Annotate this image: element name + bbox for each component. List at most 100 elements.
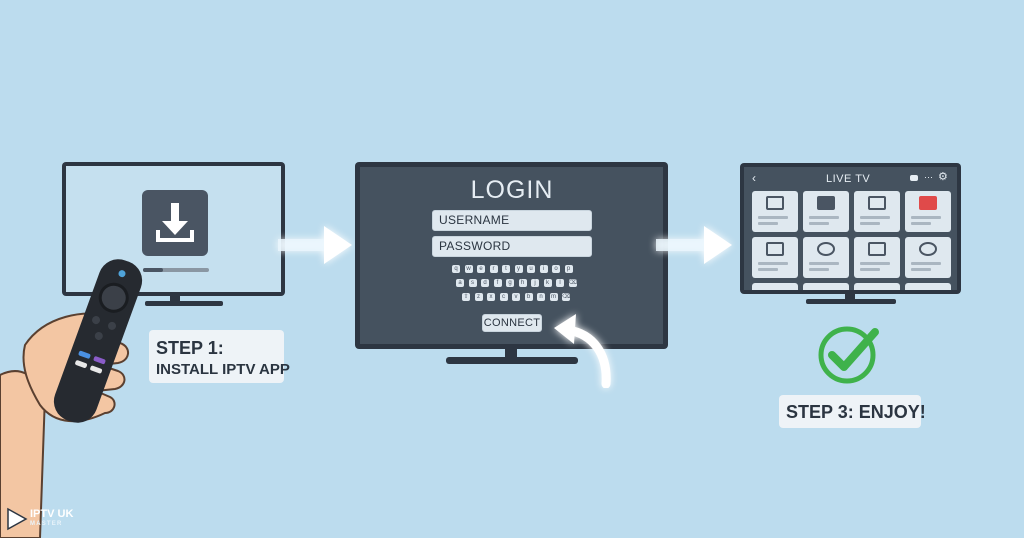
- tile-text-line: [758, 262, 788, 265]
- login-title: LOGIN: [470, 176, 554, 204]
- globe-icon: [817, 242, 835, 256]
- tv-step2-stand: [505, 349, 517, 358]
- step3-label: STEP 3: ENJOY!: [786, 402, 926, 422]
- tile-text-line: [911, 222, 931, 225]
- tile-text-line: [758, 268, 778, 271]
- tile-text-line: [809, 268, 829, 271]
- keyboard-key[interactable]: p: [564, 265, 573, 273]
- tv-step1-stand: [170, 296, 180, 302]
- arrow-right-icon: [278, 226, 352, 264]
- step1-label-line1: STEP 1:: [156, 338, 224, 358]
- play-icon: [919, 196, 937, 210]
- tile-text-line: [860, 262, 890, 265]
- keyboard-key[interactable]: c: [499, 293, 508, 301]
- chat-icon[interactable]: [910, 175, 918, 181]
- channel-tile[interactable]: [905, 283, 951, 290]
- step3-label-card: STEP 3: ENJOY!: [779, 395, 926, 428]
- keyboard-key[interactable]: ⌫: [562, 293, 571, 301]
- tile-text-line: [860, 268, 880, 271]
- keyboard-key[interactable]: z: [474, 293, 483, 301]
- live-tv-title: LIVE TV: [826, 173, 871, 185]
- screen-icon: [817, 196, 835, 210]
- tv-step3-base: [806, 299, 896, 304]
- download-icon: [156, 203, 194, 242]
- channel-tile[interactable]: [803, 237, 849, 278]
- channel-tile[interactable]: [905, 191, 951, 232]
- tv-step3: ‹ LIVE TV ⋯ ⚙: [740, 163, 961, 294]
- keyboard-key[interactable]: l: [556, 279, 564, 287]
- channel-tile[interactable]: [752, 283, 798, 290]
- tv-step3-stand: [845, 294, 855, 300]
- satellite-icon: [919, 242, 937, 256]
- channel-tile[interactable]: [752, 191, 798, 232]
- tv-icon: [766, 242, 784, 256]
- keyboard-key[interactable]: ⌫: [568, 279, 577, 287]
- keyboard-key[interactable]: ⇧: [462, 293, 470, 301]
- channel-tile[interactable]: [752, 237, 798, 278]
- tile-text-line: [809, 262, 839, 265]
- tile-text-line: [860, 222, 880, 225]
- brand-logo: IPTV UK MASTER: [4, 505, 104, 535]
- keyboard-key[interactable]: u: [527, 265, 535, 273]
- settings-gear-icon[interactable]: ⚙: [938, 171, 948, 183]
- keyboard-key[interactable]: o: [552, 265, 560, 273]
- keyboard-key[interactable]: y: [514, 265, 523, 273]
- logo-subtext: MASTER: [30, 521, 63, 527]
- logo-text: IPTV UK: [30, 508, 74, 520]
- tile-text-line: [758, 216, 788, 219]
- keyboard-key[interactable]: d: [481, 279, 489, 287]
- arrow-right-icon: [656, 226, 732, 264]
- tv-step1-base: [145, 301, 223, 306]
- tile-text-line: [911, 216, 941, 219]
- more-icon[interactable]: ⋯: [924, 172, 933, 182]
- tile-text-line: [758, 222, 778, 225]
- channel-tile[interactable]: [854, 191, 900, 232]
- curved-arrow-icon: [554, 314, 611, 388]
- keyboard-key[interactable]: m: [549, 293, 558, 301]
- keyboard-key[interactable]: s: [468, 279, 477, 287]
- back-chevron-icon[interactable]: ‹: [752, 171, 756, 185]
- tile-text-line: [911, 262, 941, 265]
- keyboard-key[interactable]: b: [524, 293, 533, 301]
- keyboard-key[interactable]: f: [493, 279, 502, 287]
- tv-icon: [766, 196, 784, 210]
- tv-step3-screen: ‹ LIVE TV ⋯ ⚙: [744, 167, 957, 290]
- keyboard-key[interactable]: n: [537, 293, 545, 301]
- keyboard-key[interactable]: e: [477, 265, 485, 273]
- tile-text-line: [911, 268, 931, 271]
- keyboard-key[interactable]: r: [489, 265, 498, 273]
- tv-icon: [868, 196, 886, 210]
- username-field[interactable]: USERNAME: [432, 210, 592, 231]
- password-field[interactable]: PASSWORD: [432, 236, 592, 257]
- keyboard-key[interactable]: q: [452, 265, 460, 273]
- keyboard-key[interactable]: t: [502, 265, 510, 273]
- step1-label-card: STEP 1: INSTALL IPTV APP: [149, 330, 290, 383]
- step1-label-line2: INSTALL IPTV APP: [156, 361, 290, 378]
- checkmark-icon: [818, 326, 879, 384]
- keyboard-key[interactable]: x: [487, 293, 495, 301]
- install-progress-bar: [143, 268, 209, 272]
- play-logo-icon: [7, 507, 28, 531]
- keyboard-key[interactable]: w: [464, 265, 473, 273]
- keyboard-key[interactable]: h: [518, 279, 527, 287]
- keyboard-key[interactable]: g: [506, 279, 514, 287]
- channel-tile[interactable]: [905, 237, 951, 278]
- keyboard-key[interactable]: k: [543, 279, 552, 287]
- download-app-icon: [142, 190, 208, 256]
- install-progress-fill: [143, 268, 163, 272]
- keyboard-key[interactable]: i: [539, 265, 548, 273]
- keyboard-key[interactable]: a: [456, 279, 464, 287]
- keyboard-key[interactable]: j: [531, 279, 539, 287]
- connect-button[interactable]: CONNECT: [482, 314, 542, 332]
- tile-text-line: [809, 216, 839, 219]
- channel-tile[interactable]: [854, 283, 900, 290]
- tile-text-line: [809, 222, 829, 225]
- keyboard-key[interactable]: v: [512, 293, 520, 301]
- tv-icon: [868, 242, 886, 256]
- channel-tile[interactable]: [803, 283, 849, 290]
- tile-text-line: [860, 216, 890, 219]
- channel-tile[interactable]: [803, 191, 849, 232]
- tv-step2-base: [446, 357, 578, 364]
- channel-tile[interactable]: [854, 237, 900, 278]
